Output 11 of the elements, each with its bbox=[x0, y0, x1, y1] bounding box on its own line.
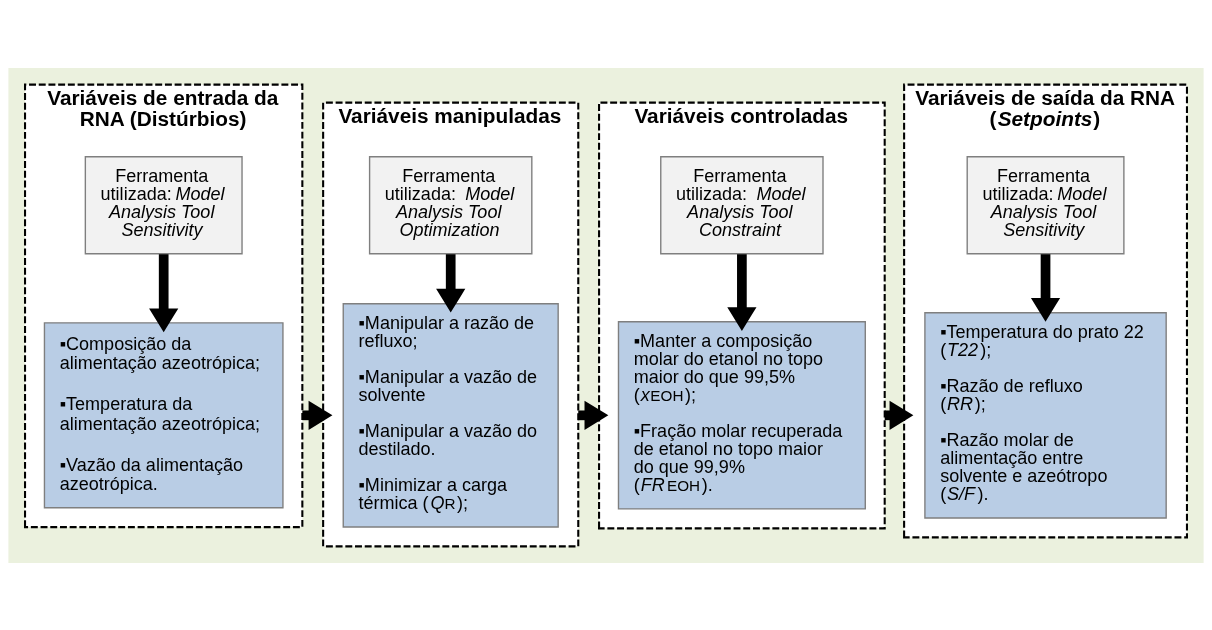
node-box: Ferramenta utilizada: Model Analysis Tool Optimization bbox=[368, 155, 533, 254]
node-box: ▪Manipular a razão de refluxo; ▪Manipular a vazão de solvente ▪Manipular a vazão do destilado. ▪Minimizar a carga térmica (QR); bbox=[342, 302, 559, 528]
node-box: ▪Composição da alimentação azeotrópica; ▪Temperatura da alimentação azeotrópica; ▪Vazão da alimentação azeotrópica. bbox=[43, 321, 284, 508]
arrow bbox=[149, 253, 179, 332]
node-box: Ferramenta utilizada:Model Analysis Tool Sensitivity bbox=[966, 155, 1125, 254]
node-box: ▪Temperatura do prato 22 (T22); ▪Razão de refluxo (RR); ▪Razão molar de alimentação entre solvente e azeótropo (S/F). bbox=[924, 311, 1167, 519]
arrow bbox=[436, 253, 466, 313]
node-box: Ferramenta utilizada:Model Analysis Tool Sensitivity bbox=[84, 155, 243, 254]
node-box: Ferramenta utilizada: Model Analysis Tool Constraint bbox=[660, 155, 824, 254]
arrow bbox=[1030, 253, 1061, 322]
arrow bbox=[727, 253, 757, 331]
